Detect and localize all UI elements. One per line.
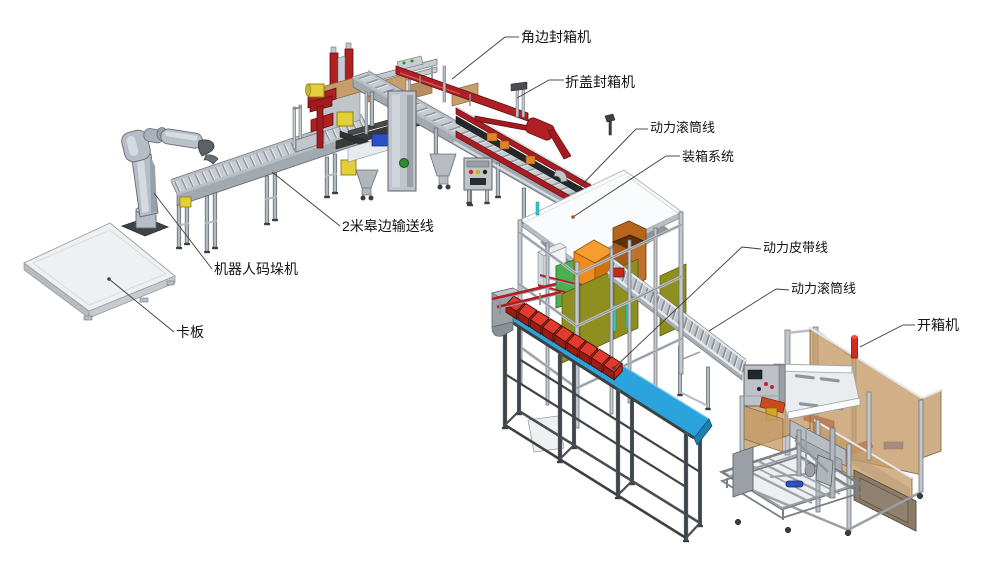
svg-text:动力皮带线: 动力皮带线 xyxy=(763,240,828,255)
svg-text:角边封箱机: 角边封箱机 xyxy=(521,29,591,45)
svg-text:折盖封箱机: 折盖封箱机 xyxy=(565,74,635,90)
svg-text:动力滚筒线: 动力滚筒线 xyxy=(650,120,715,135)
svg-text:装箱系统: 装箱系统 xyxy=(682,149,734,164)
svg-text:2米皋边输送线: 2米皋边输送线 xyxy=(342,218,434,234)
svg-text:开箱机: 开箱机 xyxy=(917,317,959,333)
svg-text:机器人码垛机: 机器人码垛机 xyxy=(214,261,298,277)
svg-text:动力滚筒线: 动力滚筒线 xyxy=(791,281,856,296)
svg-text:卡板: 卡板 xyxy=(176,324,204,340)
